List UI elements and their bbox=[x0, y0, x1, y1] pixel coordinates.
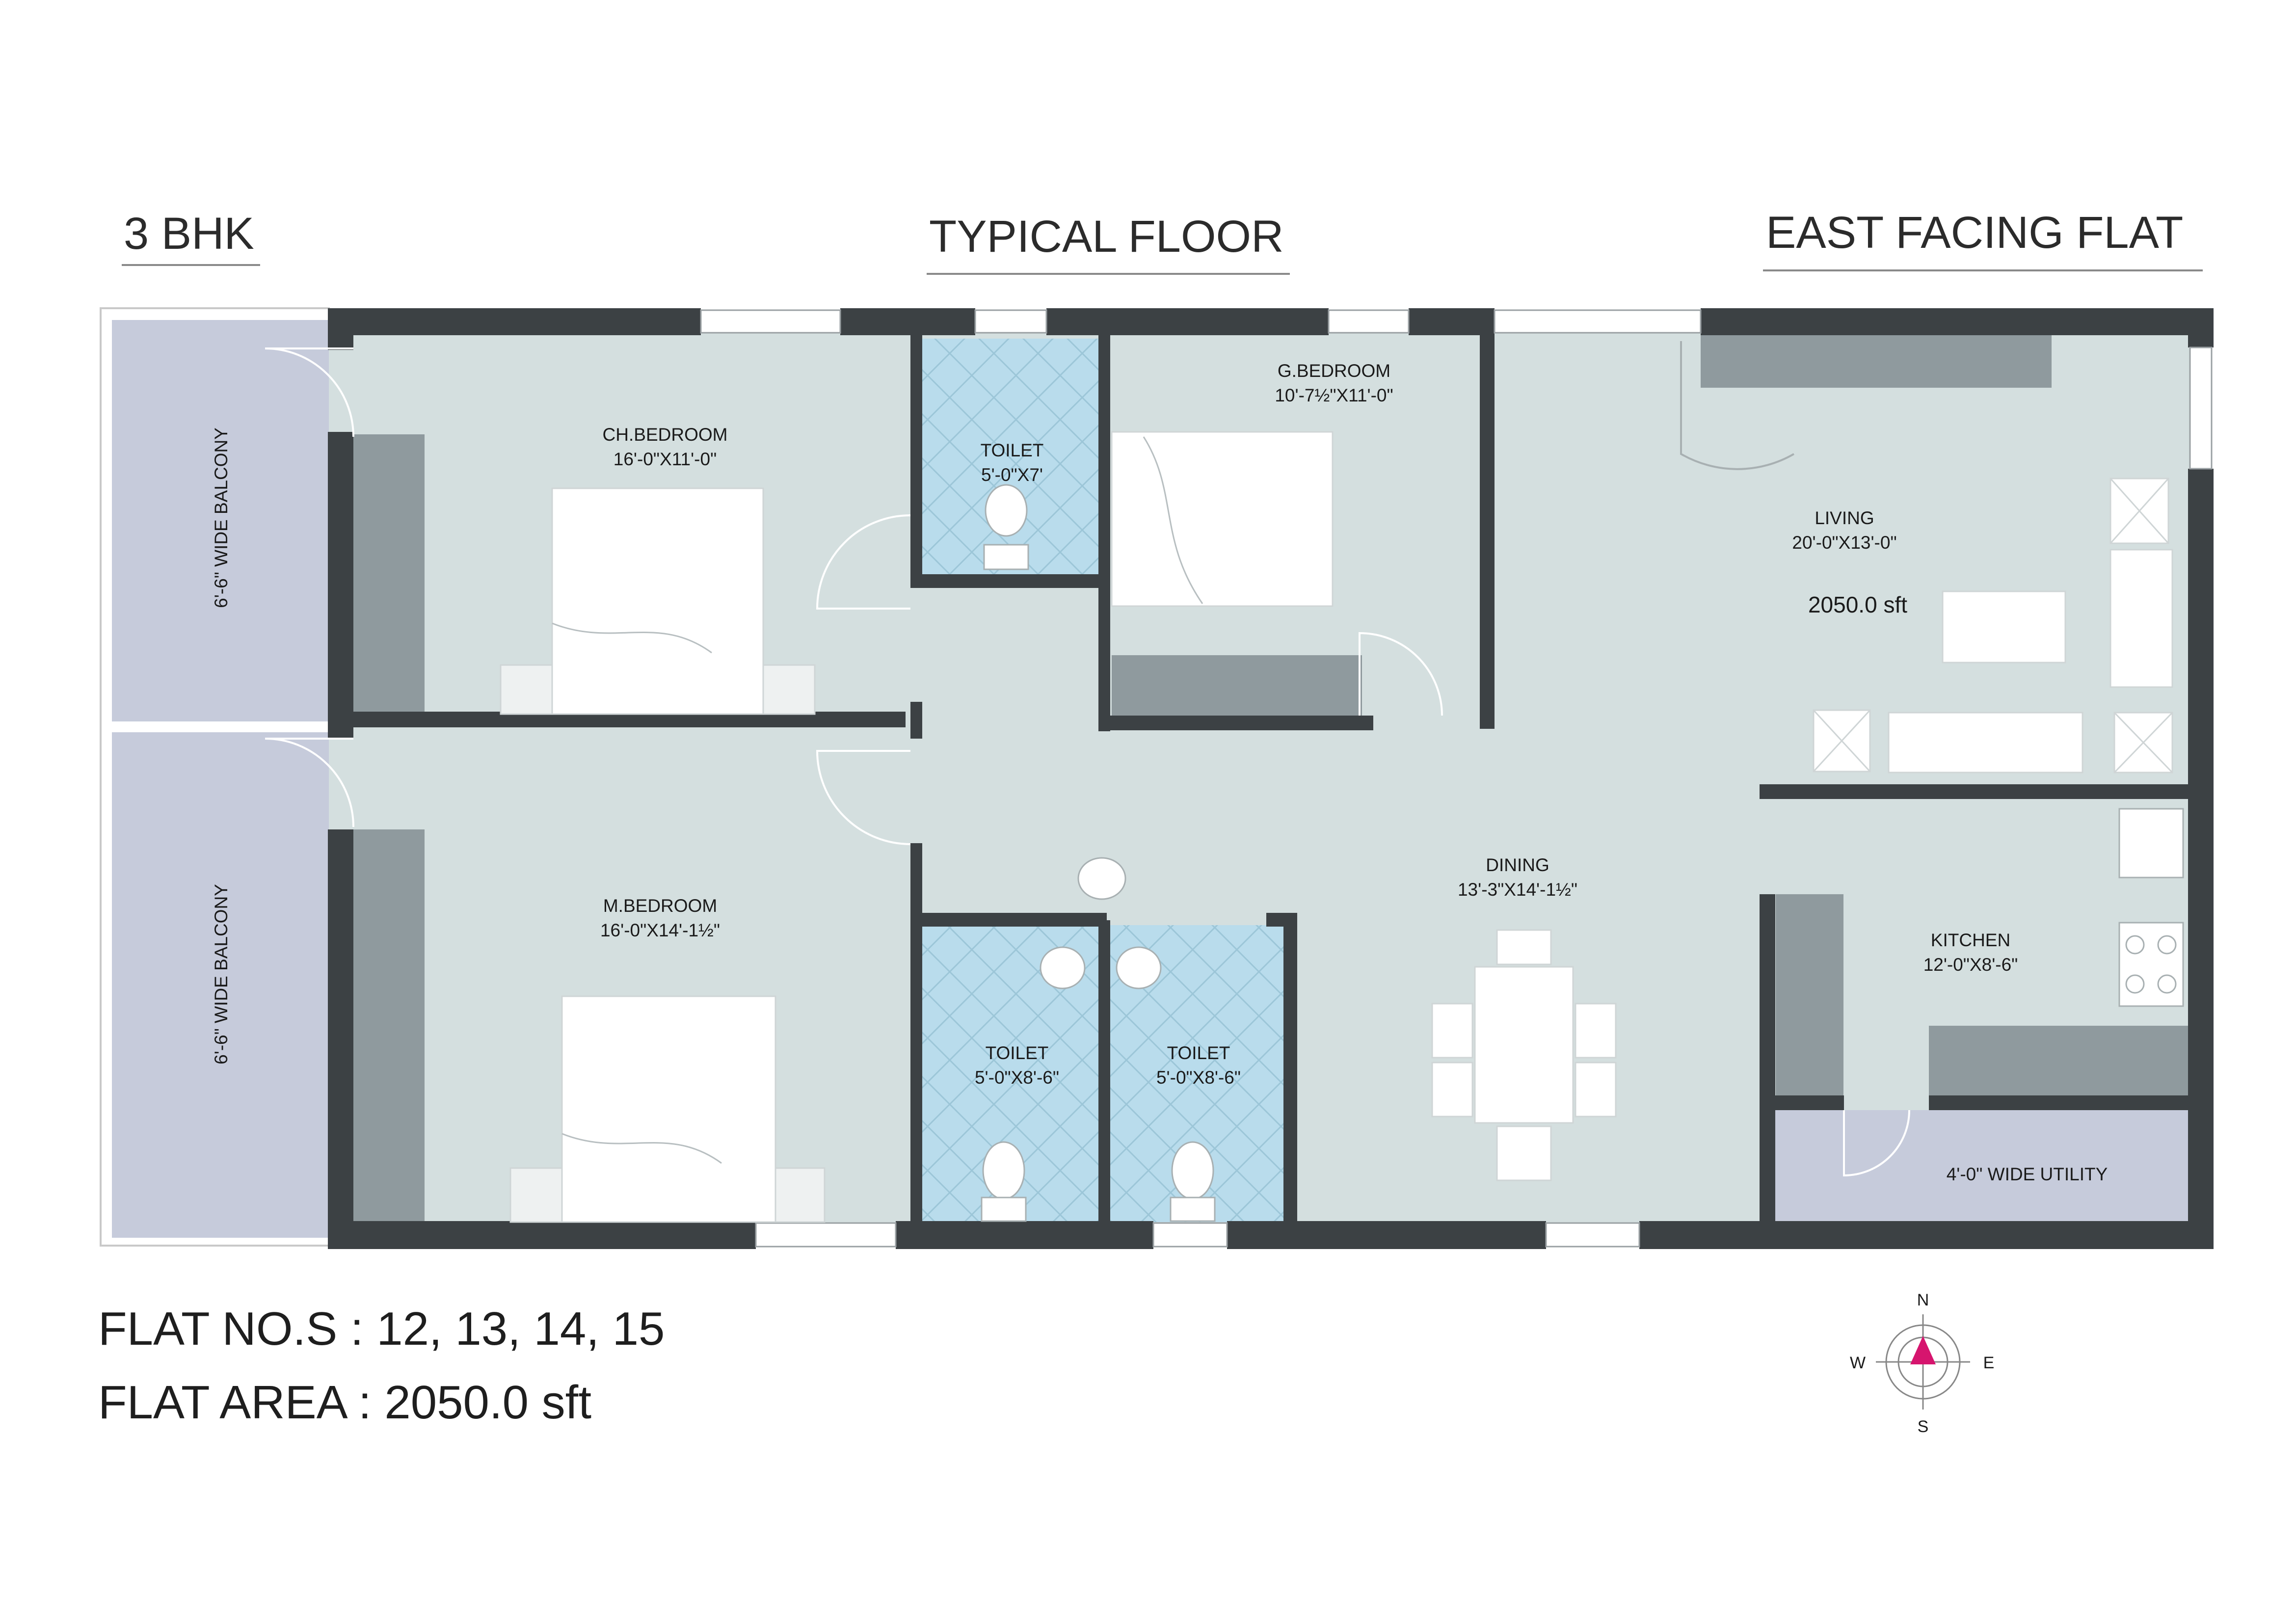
label-toilet-3-name: TOILET bbox=[1167, 1043, 1230, 1063]
label-balcony-bottom: 6'-6" WIDE BALCONY bbox=[211, 884, 231, 1065]
wardrobe-g-bedroom bbox=[1112, 655, 1362, 719]
flat-area: FLAT AREA : 2050.0 sft bbox=[98, 1376, 591, 1429]
windows bbox=[700, 309, 2213, 1248]
label-kitchen-name: KITCHEN bbox=[1931, 930, 2010, 950]
dining-table bbox=[1431, 929, 1617, 1181]
toilet-1-floor bbox=[922, 339, 1100, 578]
compass-w: W bbox=[1850, 1354, 1866, 1372]
sanitary-fixtures bbox=[981, 484, 1216, 1222]
doors bbox=[265, 341, 1910, 1177]
living-furniture bbox=[1813, 478, 2173, 773]
walls bbox=[328, 308, 2214, 1249]
label-toilet-3-dim: 5'-0"X8'-6" bbox=[1156, 1067, 1241, 1088]
label-toilet-1-dim: 5'-0"X7' bbox=[981, 465, 1043, 485]
flat-numbers: FLAT NO.S : 12, 13, 14, 15 bbox=[98, 1303, 665, 1355]
facing-title: EAST FACING FLAT bbox=[1766, 208, 2184, 258]
label-m-bedroom-dim: 16'-0"X14'-1½" bbox=[600, 920, 720, 940]
label-toilet-2-name: TOILET bbox=[986, 1043, 1049, 1063]
label-ch-bedroom-name: CH.BEDROOM bbox=[603, 425, 728, 445]
label-utility: 4'-0" WIDE UTILITY bbox=[1947, 1164, 2108, 1184]
kitchen-appliances bbox=[2118, 808, 2184, 1007]
floor-title-underline bbox=[927, 273, 1290, 275]
label-dining-name: DINING bbox=[1486, 855, 1549, 875]
floor-title: TYPICAL FLOOR bbox=[929, 212, 1284, 262]
flat-type-title: 3 BHK bbox=[124, 209, 254, 259]
flat-type-underline bbox=[122, 264, 260, 266]
label-living-name: LIVING bbox=[1815, 508, 1874, 528]
label-balcony-top: 6'-6" WIDE BALCONY bbox=[211, 427, 231, 608]
label-kitchen-dim: 12'-0"X8'-6" bbox=[1923, 955, 2018, 975]
label-m-bedroom-name: M.BEDROOM bbox=[603, 896, 717, 916]
facing-title-underline bbox=[1763, 269, 2203, 271]
label-toilet-1-name: TOILET bbox=[981, 440, 1044, 460]
kitchen-counter-bottom bbox=[1929, 1026, 2191, 1095]
label-toilet-2-dim: 5'-0"X8'-6" bbox=[975, 1067, 1059, 1088]
label-dining-dim: 13'-3"X14'-1½" bbox=[1458, 879, 1577, 900]
balcony-bottom bbox=[112, 732, 329, 1238]
balcony-top bbox=[112, 320, 329, 721]
label-g-bedroom-name: G.BEDROOM bbox=[1278, 361, 1390, 381]
label-ch-bedroom-dim: 16'-0"X11'-0" bbox=[614, 449, 717, 469]
bed-m-bedroom bbox=[509, 995, 826, 1223]
compass-n: N bbox=[1917, 1291, 1929, 1309]
bed-ch-bedroom bbox=[500, 487, 816, 715]
compass-needle-icon bbox=[1910, 1336, 1936, 1364]
wardrobe-m-bedroom bbox=[353, 829, 425, 1222]
label-living-area: 2050.0 sft bbox=[1808, 592, 1907, 617]
compass-e: E bbox=[1983, 1354, 1995, 1372]
label-g-bedroom-dim: 10'-7½"X11'-0" bbox=[1275, 385, 1393, 405]
compass: N S E W bbox=[1850, 1291, 1994, 1436]
compass-s: S bbox=[1918, 1417, 1929, 1436]
kitchen-counter-left bbox=[1776, 894, 1843, 1095]
bed-g-bedroom bbox=[1111, 431, 1334, 607]
label-living-dim: 20'-0"X13'-0" bbox=[1792, 532, 1896, 553]
tv-unit-living bbox=[1701, 331, 2052, 388]
wardrobe-ch-bedroom bbox=[353, 434, 425, 721]
